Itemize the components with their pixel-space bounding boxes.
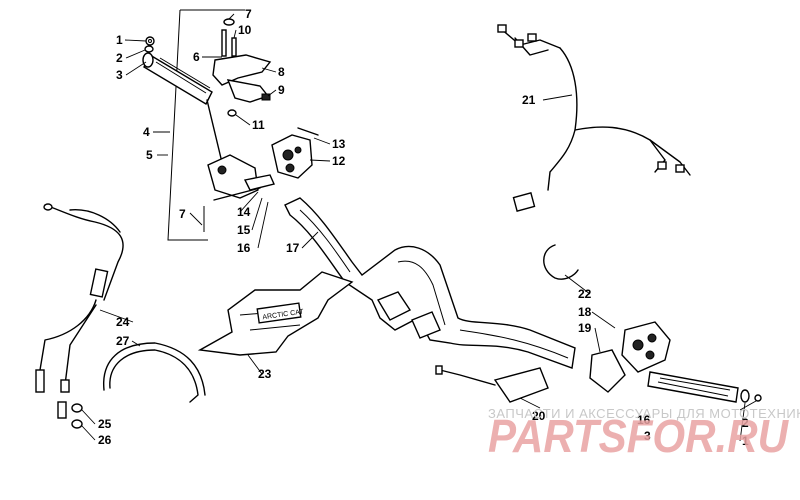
mirror-bracket (212, 54, 272, 103)
watermark-brand: PARTSFOR.RU (488, 410, 790, 462)
watermark: ЗАПЧАСТИ И АКСЕССУАРЫ ДЛЯ МОТОТЕХНИКИ PA… (488, 406, 800, 462)
right-grip (647, 371, 762, 403)
handlebar (284, 197, 576, 369)
callout-27: 27 (116, 334, 130, 348)
watermark-caption: ЗАПЧАСТИ И АКСЕССУАРЫ ДЛЯ МОТОТЕХНИКИ (488, 406, 800, 421)
callout-labels: 1 2 3 4 5 6 7 7 8 9 10 11 12 13 14 15 16… (98, 7, 749, 448)
callout-2-right: 2 (742, 416, 749, 430)
handlebar-pad: ARCTIC CAT (197, 271, 354, 356)
callout-2: 2 (116, 51, 123, 65)
callout-7-top: 7 (245, 7, 252, 21)
cable-fittings (57, 401, 83, 429)
callout-18: 18 (578, 305, 592, 319)
callout-19: 19 (578, 321, 592, 335)
cable-guide (109, 349, 199, 403)
callout-12: 12 (332, 154, 346, 168)
callout-26: 26 (98, 433, 112, 447)
callout-20: 20 (532, 409, 546, 423)
callout-3: 3 (116, 68, 123, 82)
callout-7-bottom: 7 (179, 207, 186, 221)
switch-housing-upper (271, 127, 319, 179)
callout-9: 9 (278, 83, 285, 97)
callout-16-right: 16 (637, 413, 651, 427)
callout-5: 5 (146, 148, 153, 162)
callout-22: 22 (578, 287, 592, 301)
throttle-block (203, 154, 275, 232)
callout-3-right: 3 (644, 429, 651, 443)
callout-17: 17 (286, 241, 300, 255)
cable-clip (543, 244, 579, 280)
wiring-harness (497, 24, 691, 212)
callout-15: 15 (237, 223, 251, 237)
callout-14: 14 (237, 205, 251, 219)
left-end-cap (144, 36, 155, 53)
callout-11: 11 (252, 118, 265, 132)
callout-8: 8 (278, 65, 285, 79)
leader-lines (81, 13, 757, 442)
callout-16: 16 (237, 241, 251, 255)
callout-24: 24 (116, 315, 130, 329)
heater-connector (435, 365, 549, 403)
switch-housing-right (589, 321, 671, 393)
callout-10: 10 (238, 23, 252, 37)
throttle-cable (35, 203, 124, 393)
callout-4: 4 (143, 125, 150, 139)
callout-23: 23 (258, 367, 272, 381)
callout-6: 6 (193, 50, 200, 64)
callout-25: 25 (98, 417, 112, 431)
left-grip (142, 52, 213, 105)
callout-21: 21 (522, 93, 536, 107)
callout-13: 13 (332, 137, 346, 151)
bracket-bolts (221, 18, 237, 117)
callout-1: 1 (116, 33, 123, 47)
callout-1-right: 1 (742, 434, 749, 448)
